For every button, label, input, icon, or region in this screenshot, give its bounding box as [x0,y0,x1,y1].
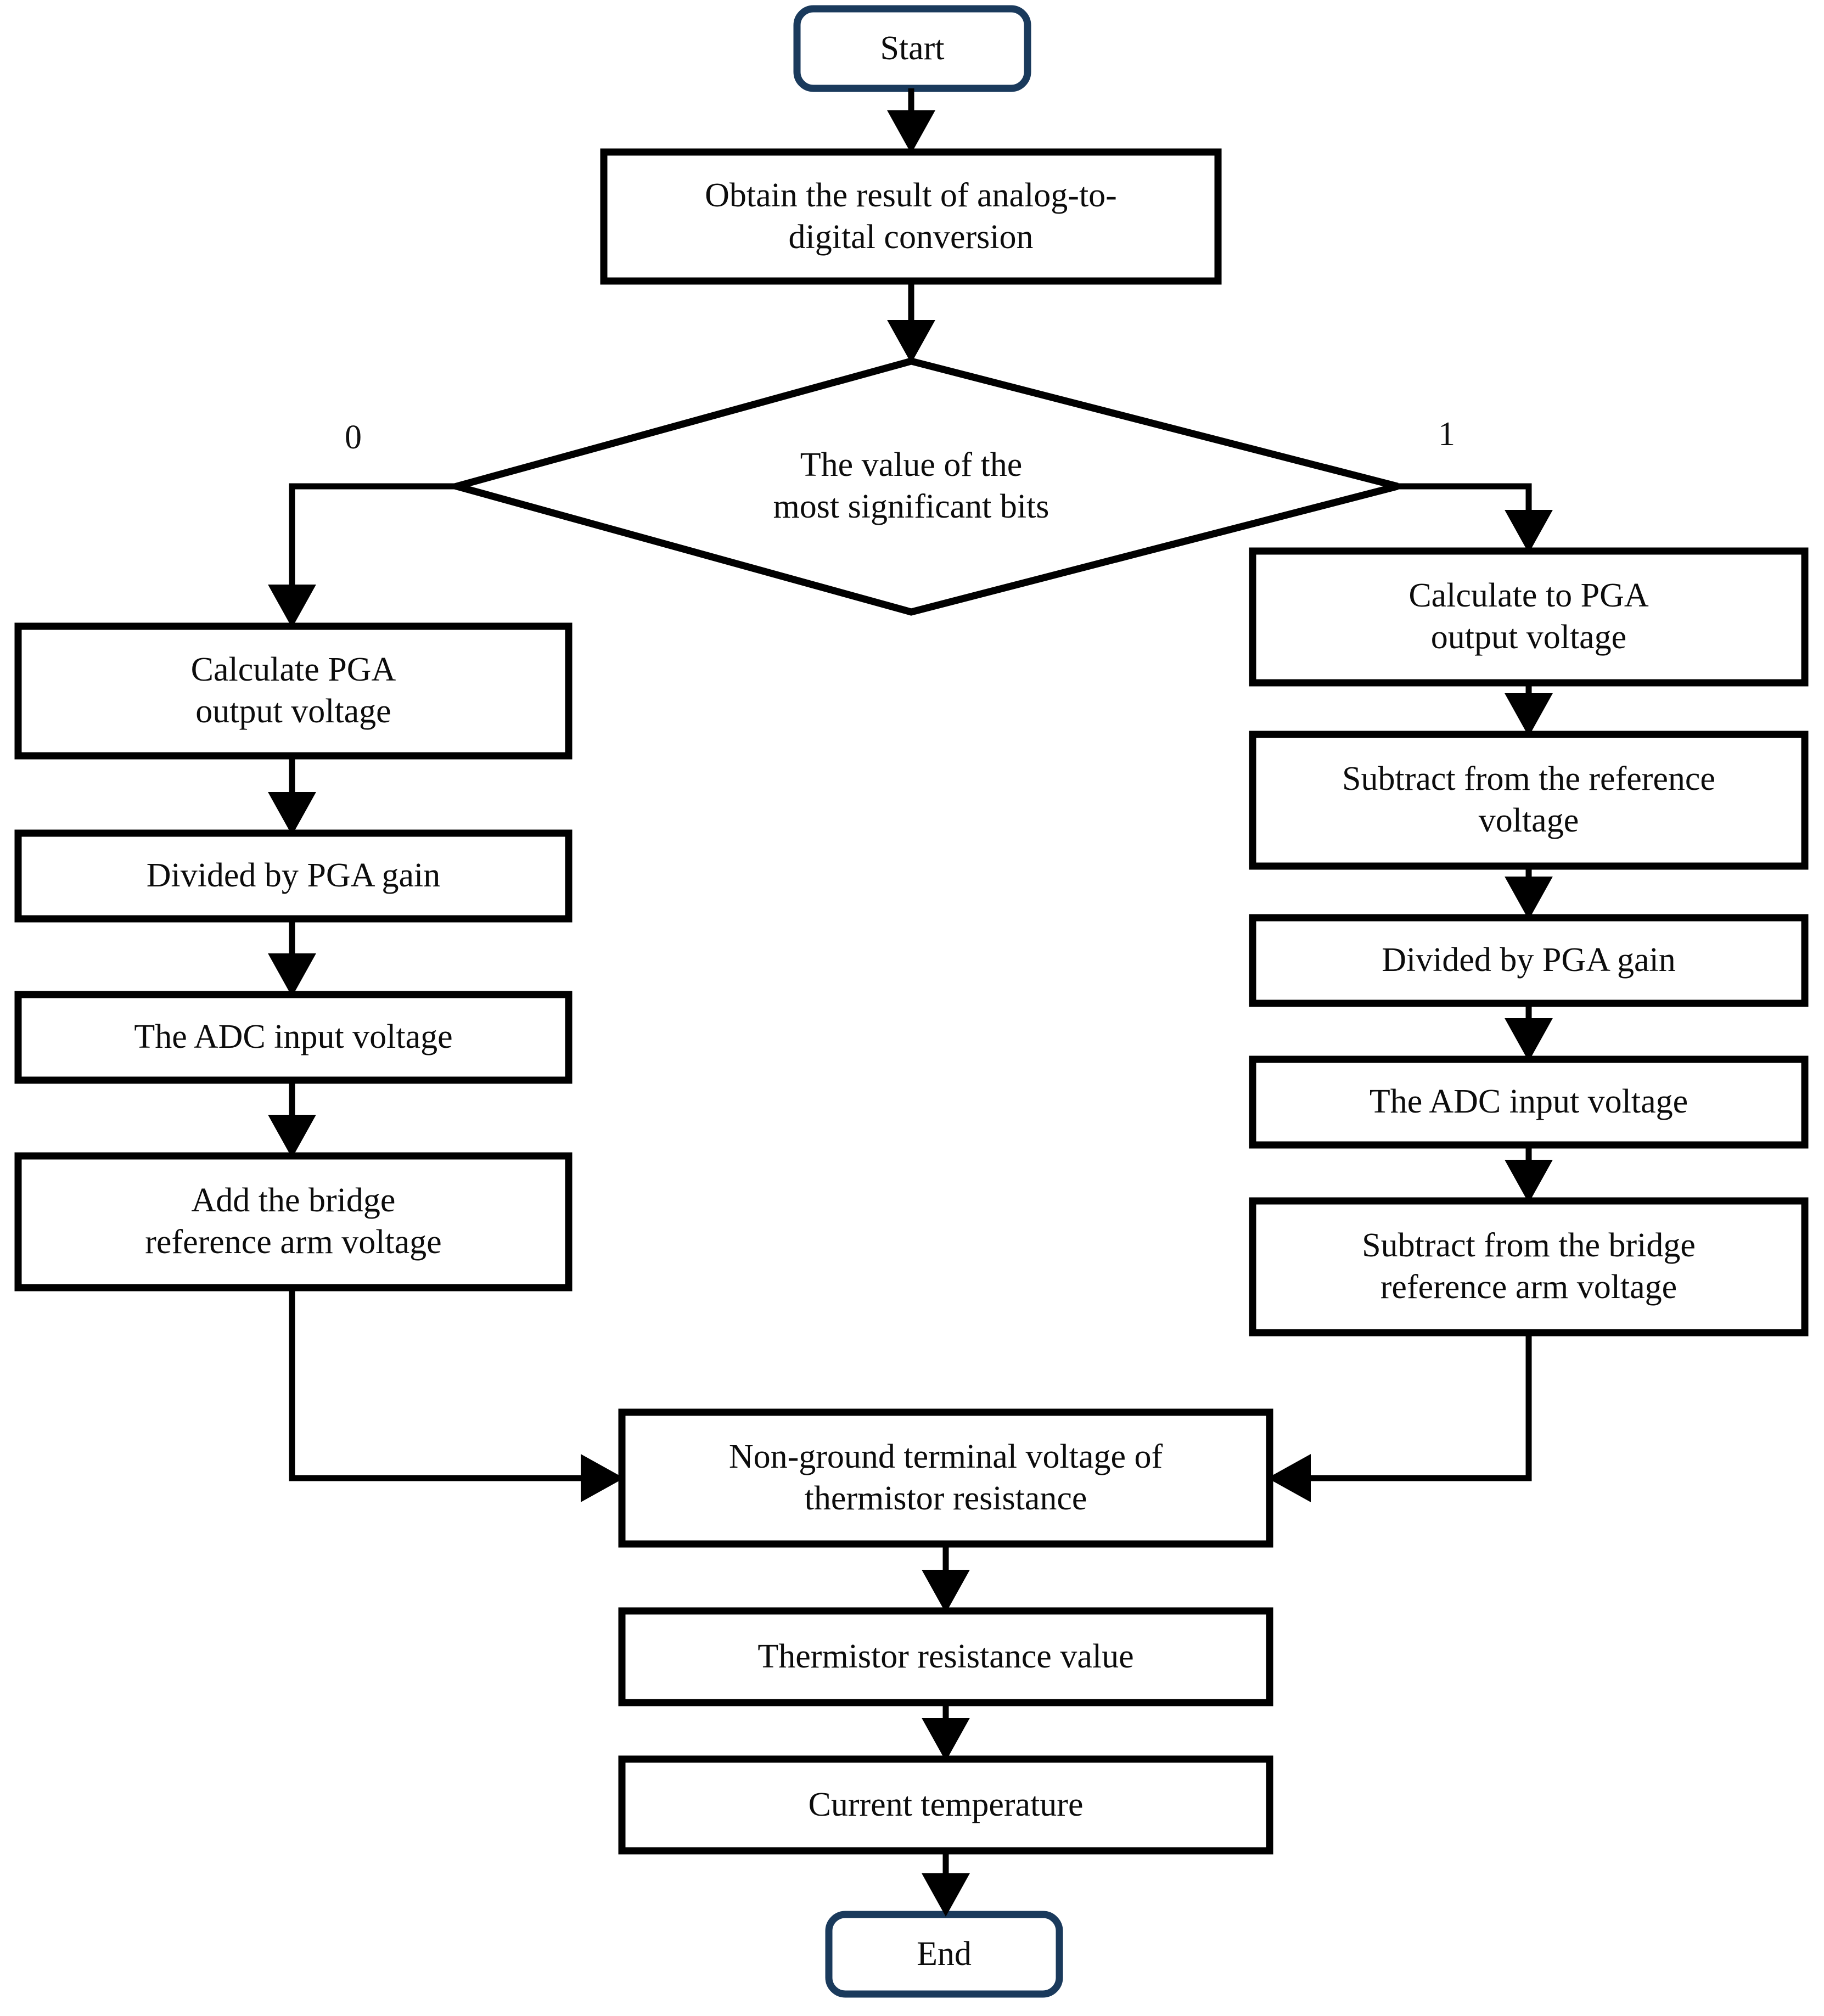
edge-decision-to-left [268,483,457,628]
branch-label-left: 0 [345,419,362,456]
node-end-shape[interactable] [825,1911,1063,1998]
branch-label-right: 1 [1438,415,1455,453]
node-left-adc-input-shape[interactable] [14,991,573,1084]
edge-right-to-merge [1267,1333,1532,1502]
node-start-shape[interactable] [793,5,1031,92]
node-right-sub-reference-shape[interactable] [1249,731,1809,870]
node-right-divide-gain-shape[interactable] [1249,914,1809,1007]
node-thermistor-value-shape[interactable] [618,1607,1273,1706]
node-left-calc-pga-shape[interactable] [14,622,573,760]
node-decision-shape[interactable] [443,357,1399,616]
node-left-add-bridge-shape[interactable] [14,1152,573,1291]
node-right-sub-bridge-shape[interactable] [1249,1197,1809,1336]
node-obtain-adc-shape[interactable] [600,148,1222,285]
node-right-adc-input-shape[interactable] [1249,1055,1809,1149]
edge-left-to-merge [289,1288,625,1502]
node-left-divide-gain-shape[interactable] [14,829,573,923]
node-current-temperature-shape[interactable] [618,1755,1273,1855]
node-right-calc-pga-shape[interactable] [1249,547,1809,687]
edge-decision-to-right [1398,483,1553,554]
node-non-ground-shape[interactable] [618,1408,1273,1548]
